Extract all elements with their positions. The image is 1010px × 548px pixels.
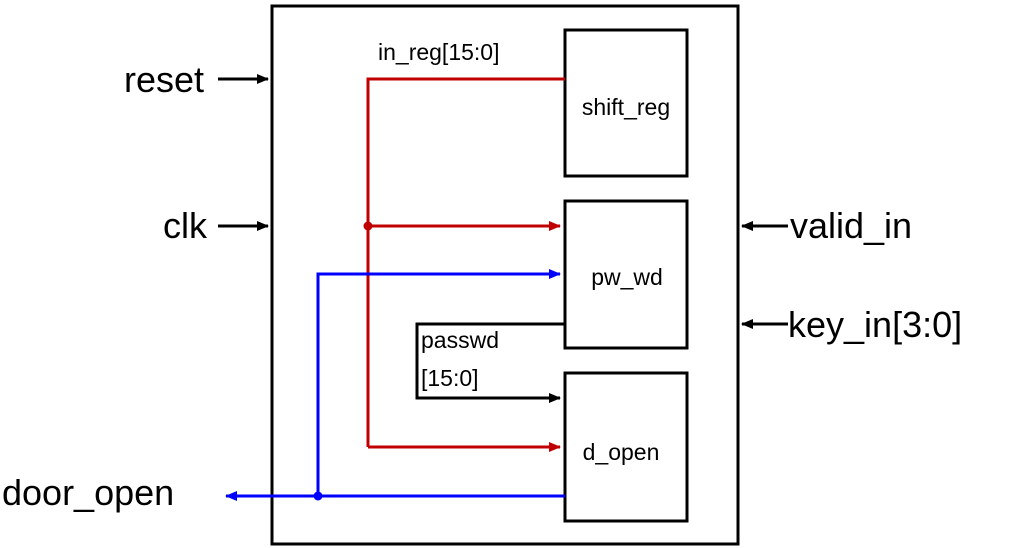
in-reg-label: in_reg[15:0] xyxy=(378,39,499,65)
in-reg-bus xyxy=(363,77,565,452)
pw-wd-label: pw_wd xyxy=(591,264,663,290)
top-module-box xyxy=(270,4,740,546)
door-open-junction xyxy=(313,491,323,501)
door-open-wire xyxy=(225,269,565,501)
pw-wd-block xyxy=(563,199,689,350)
passwd-label-line2: [15:0] xyxy=(421,365,479,391)
reset-port-label: reset xyxy=(124,59,204,100)
valid-in-port-label: valid_in xyxy=(790,205,912,246)
passwd-label-line1: passwd xyxy=(421,327,499,353)
passwd-bus xyxy=(415,322,565,403)
door-open-port-label: door_open xyxy=(2,472,174,513)
d-open-label: d_open xyxy=(583,439,660,465)
key-in-port-label: key_in[3:0] xyxy=(788,304,962,345)
d-open-block xyxy=(563,371,689,523)
shift-reg-label: shift_reg xyxy=(582,94,670,120)
in-reg-junction xyxy=(363,221,373,231)
clk-port-label: clk xyxy=(163,205,208,246)
shift-reg-block xyxy=(563,28,689,178)
